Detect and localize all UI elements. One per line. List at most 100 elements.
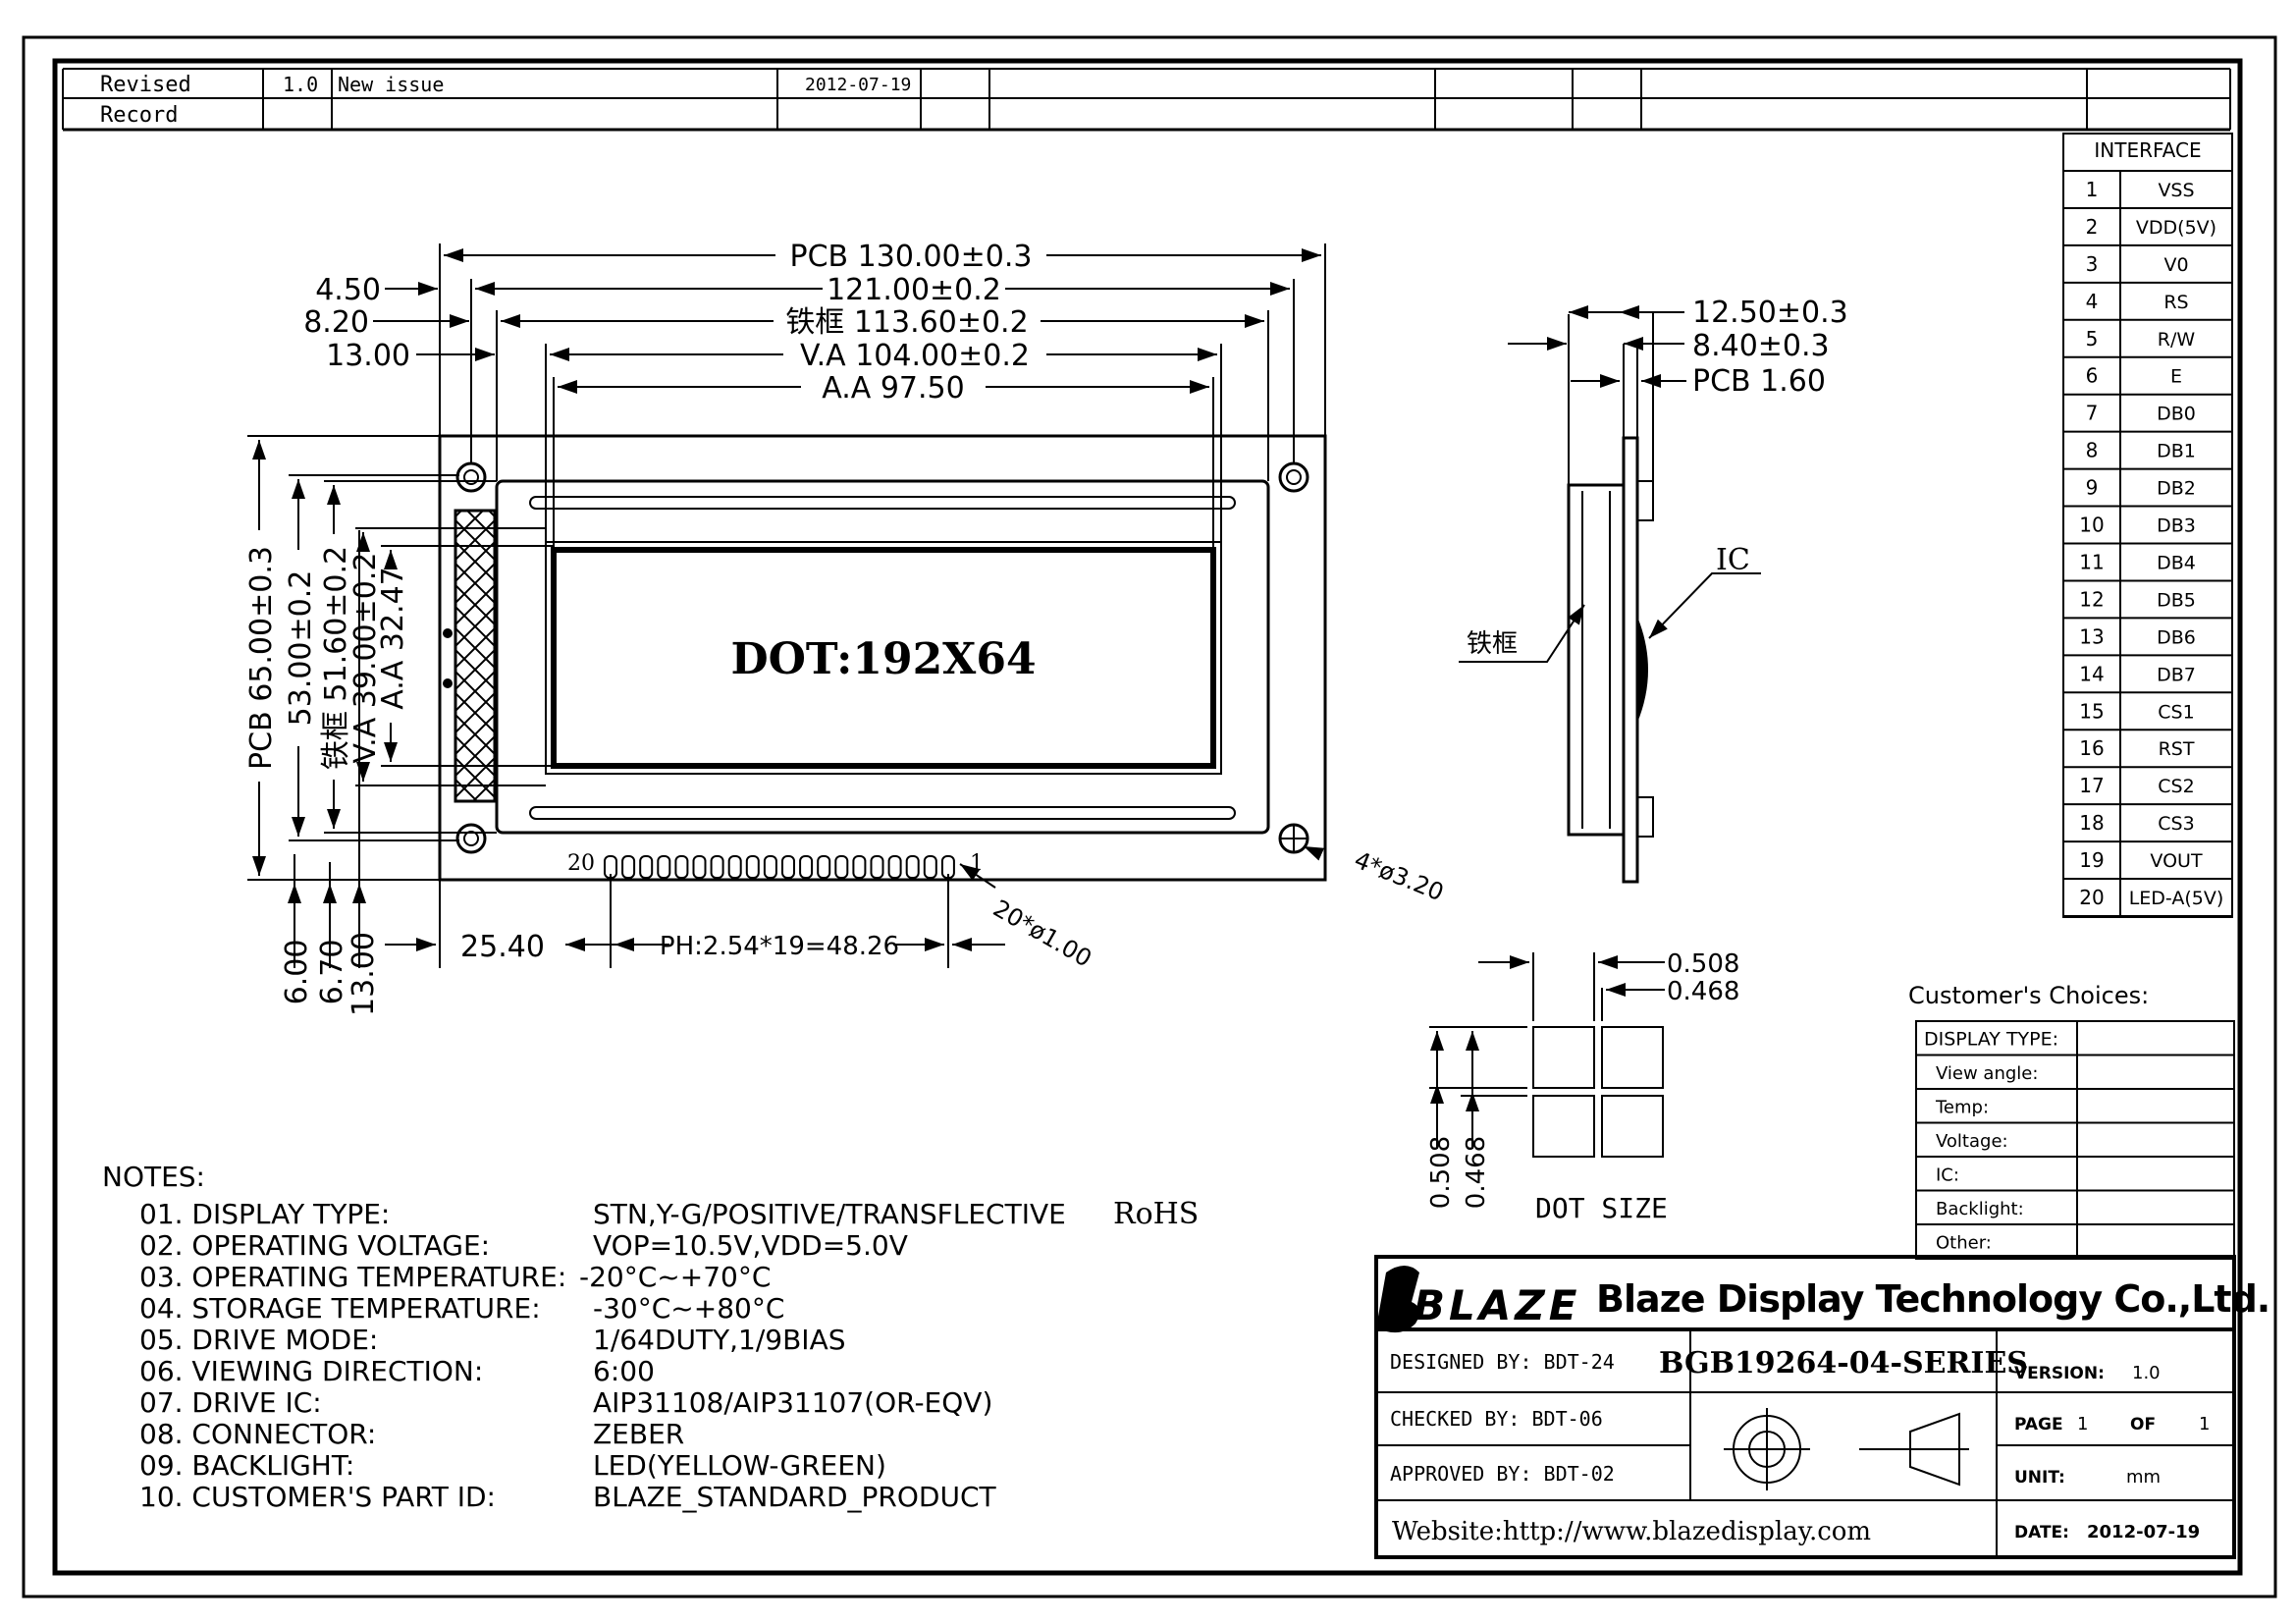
pin-name: CS1 (2158, 701, 2194, 723)
revision-label-2: Record (100, 103, 178, 128)
page-label: PAGE (2014, 1415, 2063, 1435)
pcb-outline (438, 434, 1327, 882)
pin-name: DB4 (2157, 552, 2196, 573)
note-row: 02. OPERATING VOLTAGE: VOP=10.5V,VDD=5.0V (139, 1229, 908, 1262)
front-view: DOT:192X64 20 1 (244, 240, 1448, 1016)
dim-bezel-width: 121.00±0.2 (827, 273, 1001, 307)
note-row: 10. CUSTOMER'S PART ID:BLAZE_STANDARD_PR… (139, 1481, 997, 1513)
dot-width-0-508: 0.508 (1667, 949, 1739, 979)
note-value: LED(YELLOW-GREEN) (593, 1449, 886, 1482)
connector-pin (887, 855, 902, 879)
note-row: 07. DRIVE IC:AIP31108/AIP31107(OR-EQV) (139, 1386, 992, 1419)
pin-name: DB7 (2157, 664, 2196, 685)
pin-name: DB5 (2157, 589, 2196, 611)
note-label: 03. OPERATING TEMPERATURE: (139, 1261, 566, 1293)
connector-pin (834, 855, 849, 879)
approved-by: APPROVED BY: BDT-02 (1390, 1462, 1615, 1486)
pin-number: 3 (2086, 252, 2099, 276)
connector-pin (799, 855, 814, 879)
side-dim-pcb: PCB 1.60 (1692, 364, 1826, 399)
pin-name: DB6 (2157, 626, 2196, 648)
page-value: 1 (2077, 1414, 2088, 1435)
dim-aa-height: A.A 32.47 (376, 567, 410, 709)
side-pcb (1622, 436, 1639, 884)
customer-choice-row: DISPLAY TYPE: (1924, 1028, 2058, 1050)
dim-pcb-height: PCB 65.00±0.3 (244, 546, 279, 770)
note-value: VOP=10.5V,VDD=5.0V (593, 1229, 908, 1262)
note-row: 09. BACKLIGHT: LED(YELLOW-GREEN) (139, 1449, 886, 1482)
bezel-outline (495, 479, 1270, 835)
dot-width-0-468: 0.468 (1667, 977, 1739, 1006)
customer-choice-label: IC: (1936, 1164, 1959, 1185)
dim-bottom-6-00: 6.00 (280, 940, 314, 1005)
pin-number: 10 (2079, 514, 2104, 537)
connector-pin (639, 855, 654, 879)
note-label: 06. VIEWING DIRECTION: (139, 1355, 483, 1387)
customer-choice-label: Other: (1936, 1232, 1992, 1253)
connector-pin (817, 855, 831, 879)
note-value: BLAZE_STANDARD_PRODUCT (593, 1481, 997, 1513)
dim-pin-pitch: PH:2.54*19=48.26 (660, 932, 899, 961)
revision-table: Revised Record 1.0 New issue 2012-07-19 (62, 68, 2231, 132)
pin-name: CS3 (2158, 813, 2194, 835)
note-value: 6:00 (593, 1355, 655, 1387)
mount-hole (1278, 461, 1309, 493)
pin-number: 9 (2086, 476, 2099, 500)
note-row: 06. VIEWING DIRECTION: 6:00 (139, 1355, 655, 1387)
side-ic-bulge (1637, 617, 1648, 723)
note-value: -20°C~+70°C (579, 1261, 771, 1293)
blaze-logo: BLAZE (1376, 1266, 1576, 1333)
pin-number: 12 (2079, 587, 2104, 611)
part-number: BGB19264-04-SERIES (1659, 1346, 2028, 1380)
pin-number: 5 (2086, 327, 2099, 351)
pin-name: E (2170, 366, 2182, 388)
connector-pin (852, 855, 867, 879)
note-extra: RoHS (1113, 1197, 1199, 1231)
note-label: 04. STORAGE TEMPERATURE: (139, 1292, 541, 1325)
connector-pin (745, 855, 760, 879)
pin-number: 20 (2079, 886, 2104, 909)
mount-hole (455, 461, 487, 493)
customer-choice-label: Temp: (1935, 1097, 1989, 1117)
note-label: 02. OPERATING VOLTAGE: (139, 1229, 490, 1262)
dim-aa-width: A.A 97.50 (822, 371, 964, 406)
note-label: 08. CONNECTOR: (139, 1418, 376, 1450)
side-dim-12-50: 12.50±0.3 (1692, 296, 1848, 330)
pin-name: V0 (2163, 254, 2188, 276)
pin-name: VDD(5V) (2136, 217, 2216, 239)
connector-pin (710, 855, 724, 879)
note-label: 09. BACKLIGHT: (139, 1449, 354, 1482)
pin-name: RST (2159, 738, 2195, 760)
revision-number: 1.0 (283, 73, 318, 96)
pin-number: 16 (2079, 736, 2104, 760)
inner-border (52, 58, 2243, 1576)
pin-number: 19 (2079, 848, 2104, 872)
pin-number: 17 (2079, 774, 2104, 797)
side-ic-label: IC (1716, 543, 1750, 577)
date-label: DATE: (2014, 1523, 2069, 1543)
dim-bottom-6-70: 6.70 (315, 940, 349, 1005)
pin-number: 1 (2086, 178, 2099, 201)
note-value: STN,Y-G/POSITIVE/TRANSFLECTIVE (593, 1198, 1066, 1230)
customer-choice-label: View angle: (1936, 1063, 2038, 1084)
zebra-connector (454, 509, 497, 803)
dim-pcb-width: PCB 130.00±0.3 (790, 240, 1033, 274)
pin-number: 8 (2086, 439, 2099, 462)
customer-choice-label: Backlight: (1936, 1199, 2024, 1219)
dim-offset-4-50: 4.50 (315, 273, 381, 307)
connector-pin (763, 855, 777, 879)
side-view: 12.50±0.3 8.40±0.3 PCB 1.60 IC 铁框 (1459, 296, 1848, 884)
customer-choices: Customer's Choices: DISPLAY TYPE:View an… (1908, 982, 2235, 1260)
pin-20-label: 20 (567, 851, 595, 876)
connector-pin (781, 855, 795, 879)
note-row: 05. DRIVE MODE:1/64DUTY,1/9BIAS (139, 1324, 846, 1356)
dot-height-0-468: 0.468 (1462, 1136, 1491, 1209)
